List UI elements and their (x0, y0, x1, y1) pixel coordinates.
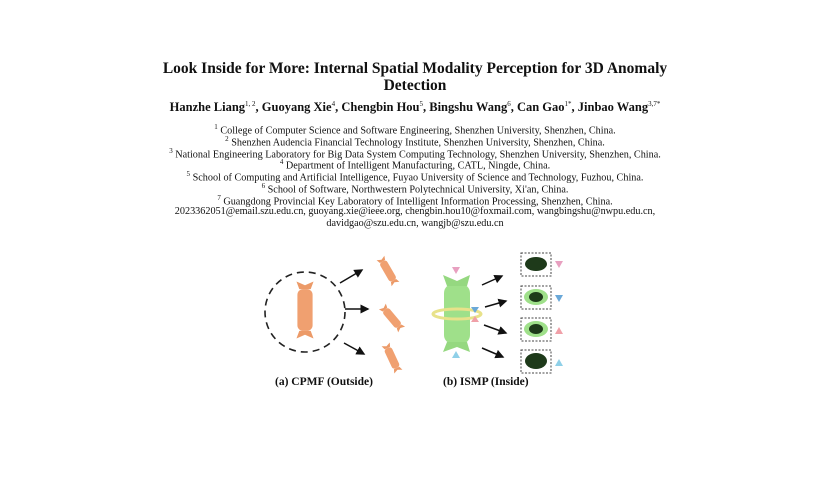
affiliation: 4 Department of Intelligent Manufacturin… (0, 157, 830, 172)
candy-green (443, 275, 470, 352)
affiliation-mark: 4 (279, 158, 284, 167)
affiliation: 7 Guangdong Provincial Key Laboratory of… (0, 193, 830, 208)
author-affiliation-mark: 4 (331, 100, 336, 108)
affiliation: 1 College of Computer Science and Softwa… (0, 122, 830, 137)
affiliation-text: Guangdong Provincial Key Laboratory of I… (223, 196, 613, 208)
author: Bingshu Wang6 (429, 100, 510, 114)
author-affiliation-mark: 1* (564, 100, 572, 108)
affiliation-mark: 3 (169, 146, 173, 155)
affiliation: 3 National Engineering Laboratory for Bi… (0, 146, 830, 161)
slice-views (520, 252, 552, 374)
affiliation-text: Department of Intelligent Manufacturing,… (285, 160, 551, 172)
author-name: Chengbin Hou (341, 100, 420, 115)
author-name: Can Gao (516, 100, 565, 115)
author-affiliation-mark: 1, 2 (245, 100, 256, 108)
affiliation-text: School of Software, Northwestern Polytec… (267, 184, 569, 196)
affiliation-text: Shenzhen Audencia Financial Technology I… (231, 137, 605, 149)
author: Hanzhe Liang1, 2 (170, 100, 256, 114)
affiliation-text: School of Computing and Artificial Intel… (192, 172, 644, 184)
caption-a: (a) CPMF (Outside) (275, 376, 373, 388)
affiliation-mark: 6 (261, 182, 266, 190)
affiliation-text: College of Computer Science and Software… (220, 125, 616, 137)
candy-orange-main (296, 281, 314, 339)
author: Chengbin Hou5 (341, 100, 423, 114)
author: Jinbao Wang3,7* (578, 100, 661, 114)
affiliation-mark: 2 (225, 134, 229, 143)
caption-b: (b) ISMP (Inside) (443, 376, 529, 388)
dashed-circle (264, 271, 346, 353)
affiliation: 5 School of Computing and Artificial Int… (0, 169, 830, 184)
candy-view-2 (378, 303, 406, 333)
arrow (343, 342, 366, 355)
paper-title-line2: Detection (383, 77, 447, 94)
affiliation: 2 Shenzhen Audencia Financial Technology… (0, 134, 830, 149)
affiliation: 6 School of Software, Northwestern Polyt… (0, 181, 830, 196)
author-name: Jinbao Wang (577, 100, 649, 115)
paper-title-line1: Look Inside for More: Internal Spatial M… (162, 60, 668, 77)
author-name: Bingshu Wang (429, 100, 508, 115)
author-list: Hanzhe Liang1, 2, Guoyang Xie4, Chengbin… (169, 100, 661, 115)
author: Guoyang Xie4 (262, 100, 335, 114)
affiliation-mark: 7 (217, 193, 221, 202)
emails-line2: davidgao@szu.edu.cn, wangjb@szu.edu.cn (326, 218, 504, 229)
candy-view-3 (381, 342, 403, 374)
arrow (339, 269, 364, 284)
affiliation-mark: 5 (186, 170, 191, 179)
affiliation-mark: 1 (214, 123, 218, 131)
affiliation-text: National Engineering Laboratory for Big … (175, 148, 661, 160)
author-affiliation-mark: 5 (419, 100, 424, 108)
candy-view-1 (376, 255, 400, 287)
author-name: Hanzhe Liang (169, 100, 246, 115)
author-affiliation-mark: 3,7* (648, 100, 661, 108)
author-affiliation-mark: 6 (507, 100, 511, 108)
emails-line1: 2023362051@email.szu.edu.cn, guoyang.xie… (174, 206, 656, 217)
slice-ring (431, 307, 483, 321)
author: Can Gao1* (517, 100, 572, 114)
author-name: Guoyang Xie (261, 100, 332, 115)
